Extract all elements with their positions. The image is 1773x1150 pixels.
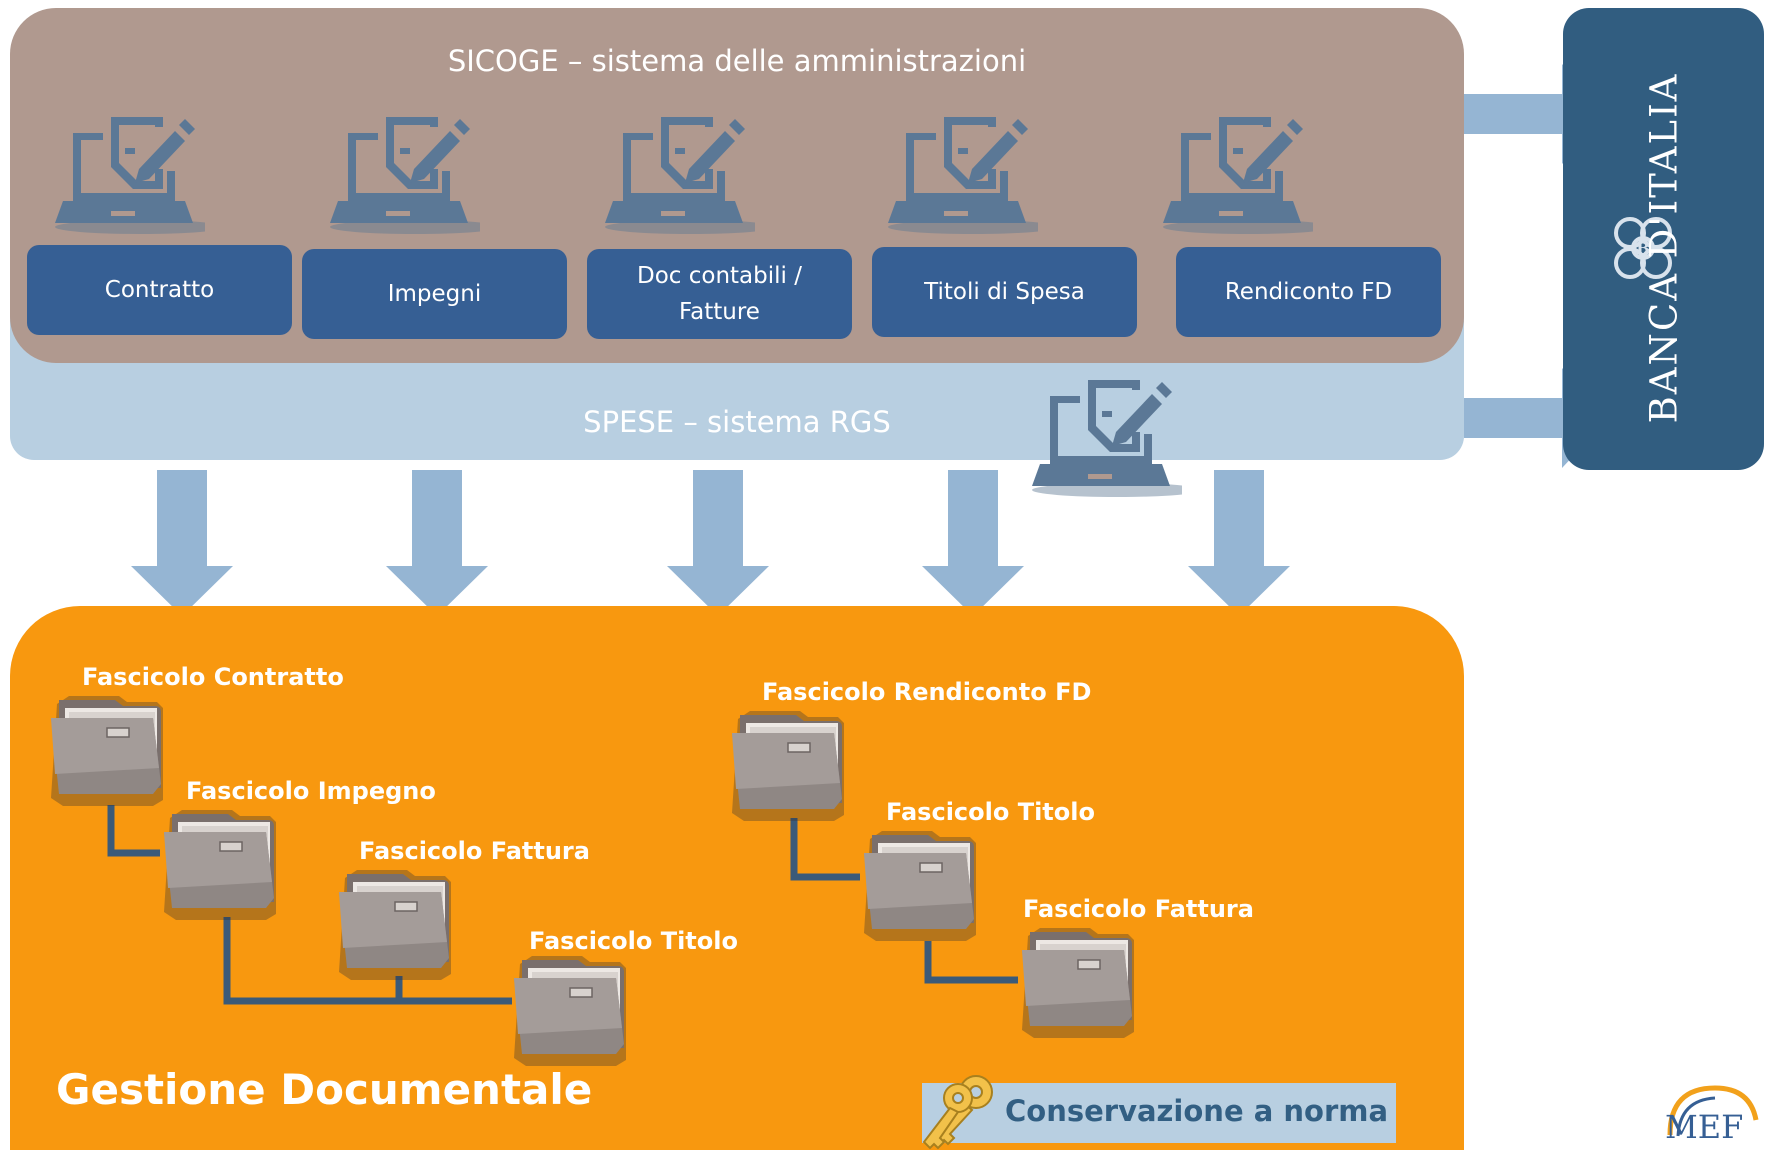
laptop-edit-icon — [330, 115, 480, 240]
sicoge-title: SICOGE – sistema delle amministrazioni — [447, 44, 1027, 78]
gestione-title: Gestione Documentale — [56, 1065, 593, 1114]
folder-label-fattura-right: Fascicolo Fattura — [1023, 895, 1254, 923]
folder-icon — [513, 955, 627, 1067]
conservazione-label: Conservazione a norma — [1005, 1094, 1389, 1128]
folder-icon — [338, 869, 452, 981]
step-box-doc-contabili: Doc contabili / Fatture — [587, 249, 852, 339]
laptop-edit-icon — [55, 115, 205, 240]
step-label: Doc contabili / Fatture — [637, 263, 802, 325]
folder-icon — [1021, 927, 1135, 1039]
laptop-edit-icon — [1163, 115, 1313, 240]
step-label: Titoli di Spesa — [924, 279, 1085, 305]
step-box-titoli: Titoli di Spesa — [872, 247, 1137, 337]
laptop-edit-icon — [1032, 378, 1182, 503]
mef-logo-text: MEF — [1665, 1108, 1744, 1146]
step-label: Rendiconto FD — [1224, 279, 1393, 305]
folder-label-impegno: Fascicolo Impegno — [186, 777, 436, 805]
bank-logo-icon: B — [1614, 217, 1672, 279]
laptop-edit-icon — [605, 115, 755, 240]
folder-label-rendiconto: Fascicolo Rendiconto FD — [762, 678, 1092, 706]
step-box-contratto: Contratto — [27, 245, 292, 335]
spese-title: SPESE – sistema RGS — [583, 405, 891, 439]
folder-label-titolo-right: Fascicolo Titolo — [886, 798, 1095, 826]
folder-icon — [50, 695, 164, 807]
step-box-impegni: Impegni — [302, 249, 567, 339]
laptop-edit-icon — [888, 115, 1038, 240]
folder-label-fattura: Fascicolo Fattura — [359, 837, 590, 865]
step-box-rendiconto: Rendiconto FD — [1176, 247, 1441, 337]
banca-italia-panel: B BANCA D'ITALIA — [1563, 8, 1764, 470]
folder-icon — [731, 710, 845, 822]
folder-icon — [163, 809, 277, 921]
mef-logo-icon — [1667, 1085, 1759, 1137]
folder-icon — [863, 830, 977, 942]
step-label: Contratto — [104, 277, 215, 303]
svg-text:B: B — [1636, 239, 1650, 258]
step-label: Impegni — [387, 281, 482, 307]
folder-label-contratto: Fascicolo Contratto — [82, 663, 344, 691]
folder-label-titolo: Fascicolo Titolo — [529, 927, 738, 955]
conservazione-box — [922, 1083, 1396, 1143]
keys-icon — [922, 1075, 993, 1150]
